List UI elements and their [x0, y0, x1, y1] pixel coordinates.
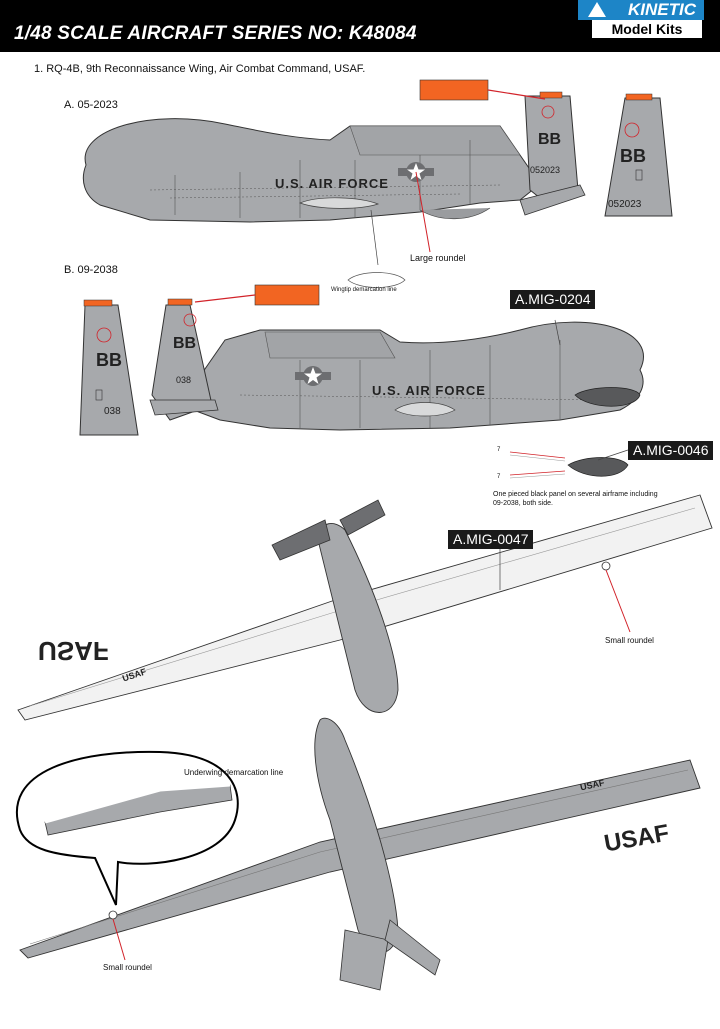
panel-number-1: 7 [497, 447, 501, 453]
annotation-small-roundel-bottom: Small roundel [103, 963, 152, 972]
side-text-a: U.S. AIR FORCE [275, 176, 389, 191]
tail-code-b: BB [173, 335, 197, 352]
bottom-view [15, 717, 701, 991]
paint-label-0046: A.MIG-0046 [628, 441, 714, 460]
page-title: 1/48 SCALE AIRCRAFT SERIES NO: K48084 [14, 23, 417, 44]
subtitle: 1. RQ-4B, 9th Reconnaissance Wing, Air C… [34, 63, 366, 75]
annotation-small-roundel-top: Small roundel [605, 636, 654, 645]
variant-a-label: A. 05-2023 [64, 99, 118, 111]
usaf-wing-large-top: USAF [38, 636, 109, 666]
variant-b-label: B. 09-2038 [64, 264, 118, 276]
annotation-large-roundel: Large roundel [410, 253, 466, 263]
tail-view-a [604, 93, 673, 217]
annotation-underwing-line: Underwing demarcation line [184, 768, 284, 777]
serial-b-profile: 038 [176, 375, 192, 385]
profile-b [149, 284, 644, 431]
tail-view-b [79, 299, 139, 436]
logo-triangle-icon [588, 2, 606, 17]
serial-a-view: 052023 [608, 199, 642, 210]
serial-a-profile: 052023 [530, 165, 561, 175]
panel-number-2: 7 [497, 474, 501, 480]
side-text-b: U.S. AIR FORCE [372, 383, 486, 398]
annotation-black-panel-note: One pieced black panel on several airfra… [493, 491, 658, 507]
annotation-wingtip-line: Wingtip demarcation line [331, 287, 397, 293]
paint-label-0204: A.MIG-0204 [510, 290, 596, 309]
tail-code-a: BB [538, 131, 562, 148]
black-panel-detail [509, 449, 629, 479]
serial-b-view: 038 [104, 406, 121, 417]
tail-code-b-view: BB [96, 350, 122, 370]
logo-subtext: Model Kits [592, 20, 702, 38]
kinetic-logo: KINETIC [578, 0, 704, 20]
paint-label-0047: A.MIG-0047 [448, 530, 534, 549]
top-view [17, 494, 713, 721]
profile-a [82, 79, 586, 288]
tail-code-a-view: BB [620, 146, 646, 166]
